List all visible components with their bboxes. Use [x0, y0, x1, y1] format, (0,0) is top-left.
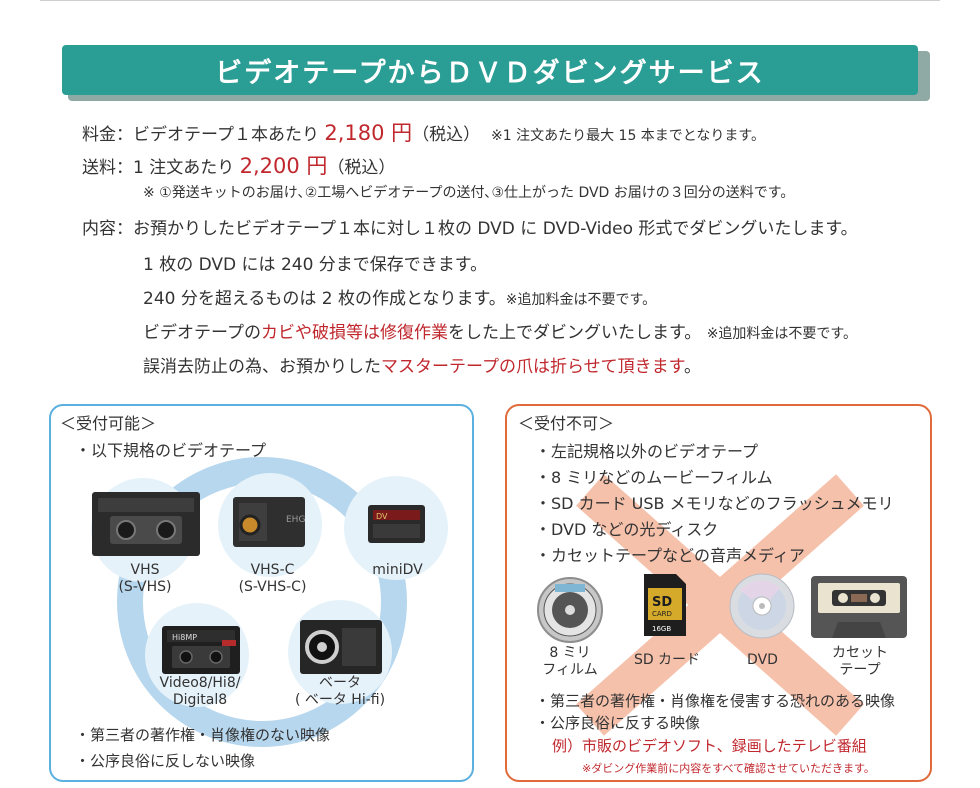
vhsc-tape-icon: EHG — [233, 497, 305, 547]
price-note: ※1 注文あたり最大 15 本までとなります。 — [491, 128, 765, 144]
reject-title: ＜受付不可＞ — [518, 414, 615, 433]
reject-item-4: ・DVD などの光ディスク — [535, 520, 719, 539]
content-label: 内容： — [82, 219, 133, 239]
content-note-4: ※追加料金は不要です。 — [706, 326, 858, 342]
hi8-tape-icon: Hi8MP — [162, 626, 240, 674]
content-text-5-pre: 誤消去防止の為、お預かりした — [143, 357, 381, 377]
top-divider — [40, 0, 940, 1]
reject-item-2: ・8 ミリなどのムービーフィルム — [535, 468, 773, 487]
reject-item-3: ・SD カード USB メモリなどのフラッシュメモリ — [535, 494, 894, 513]
content-text-5-post: 。 — [683, 357, 701, 377]
content-line-3: 240 分を超えるものは 2 枚の作成となります。※追加料金は不要です。 — [143, 284, 656, 309]
caption-hi8: Video8/Hi8/Digital8 — [159, 675, 241, 708]
content-text-4-post: をした上でダビングいたします。 — [447, 323, 702, 343]
cassette-tape-icon — [811, 576, 907, 638]
reject-panel — [505, 404, 932, 782]
shipping-amount: 2,200 円 — [239, 154, 328, 178]
price-text: ビデオテープ１本あたり — [133, 125, 319, 145]
reject-cond-2: ・公序良俗に反する映像 — [535, 714, 701, 732]
shipping-label: 送料： — [82, 158, 133, 178]
title-banner: ビデオテープからＤＶＤダビングサービス — [62, 45, 918, 95]
content-line-1: 内容：お預かりしたビデオテープ１本に対し１枚の DVD に DVD-Video … — [82, 214, 858, 239]
shipping-tax: （税込） — [327, 158, 396, 178]
shipping-line: 送料：1 注文あたり 2,200 円（税込） — [82, 150, 395, 180]
sd-card-icon: SD CARD 16GB — [644, 574, 686, 636]
caption-minidv: miniDV — [372, 562, 423, 578]
beta-tape-icon — [300, 620, 382, 674]
dvd-disc-icon — [729, 573, 795, 639]
caption-film: 8 ミリフィルム — [542, 645, 598, 678]
caption-cassette: カセットテープ — [832, 645, 888, 678]
content-text-1: お預かりしたビデオテープ１本に対し１枚の DVD に DVD-Video 形式で… — [133, 219, 858, 239]
reject-cross-icon — [576, 474, 864, 736]
price-tax: （税込） — [412, 125, 481, 145]
content-line-2: 1 枚の DVD には 240 分まで保存できます。 — [143, 255, 488, 275]
content-line-5: 誤消去防止の為、お預かりしたマスターテープの爪は折らせて頂きます。 — [143, 352, 701, 377]
reject-example: 例）市販のビデオソフト、録画したテレビ番組 — [552, 737, 867, 755]
reject-cond-1: ・第三者の著作権・肖像権を侵害する恐れのある映像 — [535, 692, 896, 710]
content-text-3: 240 分を超えるものは 2 枚の作成となります。 — [143, 289, 506, 309]
caption-vhsc: VHS-C(S-VHS-C) — [238, 562, 307, 595]
caption-vhs: VHS(S-VHS) — [118, 562, 172, 595]
content-line-4: ビデオテープのカビや破損等は修復作業をした上でダビングいたします。 ※追加料金は… — [143, 318, 857, 343]
minidv-label: DV — [376, 512, 388, 521]
reject-item-5: ・カセットテープなどの音声メディア — [535, 546, 805, 565]
accept-title: ＜受付可能＞ — [60, 414, 157, 433]
sd-card-size-text: 16GB — [652, 625, 671, 633]
content-text-4-pre: ビデオテープの — [143, 323, 261, 343]
accept-panel — [49, 404, 474, 782]
accept-intro: ・以下規格のビデオテープ — [75, 441, 267, 460]
hi8-label: Hi8MP — [172, 633, 197, 642]
vhsc-label: EHG — [286, 515, 305, 525]
content-text-5-red: マスターテープの爪は折らせて頂きます — [381, 357, 684, 377]
caption-sd: SD カード — [633, 652, 701, 668]
vhs-tape-icon — [92, 492, 200, 556]
caption-beta: ベータ( ベータ Hi-fi) — [294, 675, 386, 708]
price-line: 料金：ビデオテープ１本あたり 2,180 円（税込） ※1 注文あたり最大 15… — [82, 117, 765, 147]
content-note-3: ※追加料金は不要です。 — [505, 292, 657, 308]
accept-cond-1: ・第三者の著作権・肖像権のない映像 — [75, 726, 331, 744]
caption-dvd: DVD — [747, 652, 778, 668]
accept-cond-2: ・公序良俗に反しない映像 — [75, 752, 256, 770]
sd-card-big-text: SD — [652, 595, 672, 610]
reject-footnote: ※ダビング作業前に内容をすべて確認させていただきます。 — [582, 762, 875, 775]
reject-item-1: ・左記規格以外のビデオテープ — [535, 442, 759, 461]
shipping-text: 1 注文あたり — [133, 158, 235, 178]
sd-card-card-text: CARD — [652, 610, 672, 618]
shipping-note: ※ ①発送キットのお届け､②工場へビデオテープの送付､③仕上がった DVD お届… — [143, 185, 795, 201]
accept-ring — [117, 457, 407, 747]
minidv-tape-icon: DV — [368, 505, 425, 543]
price-amount: 2,180 円 — [324, 121, 413, 145]
content-text-4-red: カビや破損等は修復作業 — [260, 323, 448, 343]
film-reel-icon — [537, 577, 603, 643]
page-title: ビデオテープからＤＶＤダビングサービス — [215, 57, 765, 89]
price-label: 料金： — [82, 125, 133, 145]
